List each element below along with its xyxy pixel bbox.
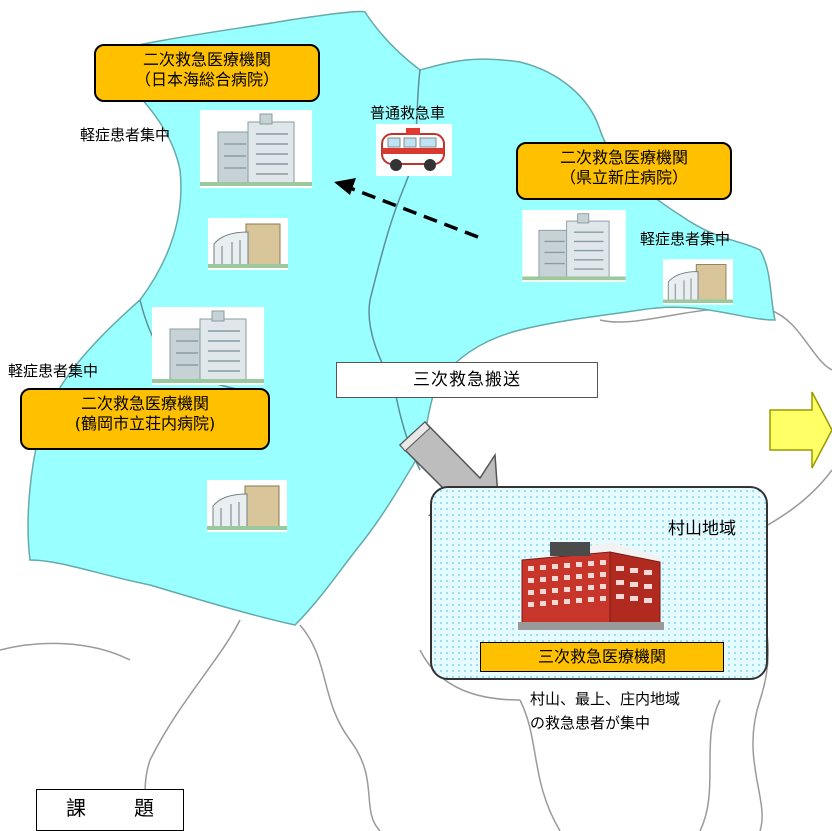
mild-patient-label: 軽症患者集中 [8,362,99,380]
ambulance-label: 普通救急車 [370,104,446,122]
hospital-building-icon [200,110,312,188]
clinic-icon [663,259,733,305]
hospital-building-icon [522,210,626,282]
clinic-icon [207,480,287,532]
right-arrow-icon [769,391,832,469]
tertiary-transport-label: 三次救急搬送 [336,362,598,398]
dashed-arrow-icon [334,178,479,239]
hospital-building-icon [152,307,264,385]
tertiary-facility-label: 三次救急医療機関 [480,642,724,672]
concentration-note-line2: の救急患者が集中 [530,714,651,732]
tertiary-hospital-icon [518,542,664,630]
secondary-hospital-label: 二次救急医療機関 (鶴岡市立荘内病院) [20,388,270,450]
ambulance-icon [376,124,452,176]
region-name: 村山地域 [668,519,736,539]
clinic-icon [208,218,288,270]
mild-patient-label: 軽症患者集中 [640,230,731,248]
concentration-note-line1: 村山、最上、庄内地域 [530,690,681,708]
mild-patient-label: 軽症患者集中 [80,126,171,144]
issue-label: 課 題 [36,789,184,831]
secondary-hospital-label: 二次救急医療機関 （日本海総合病院） [94,44,320,102]
secondary-hospital-label: 二次救急医療機関 （県立新庄病院） [516,142,732,200]
